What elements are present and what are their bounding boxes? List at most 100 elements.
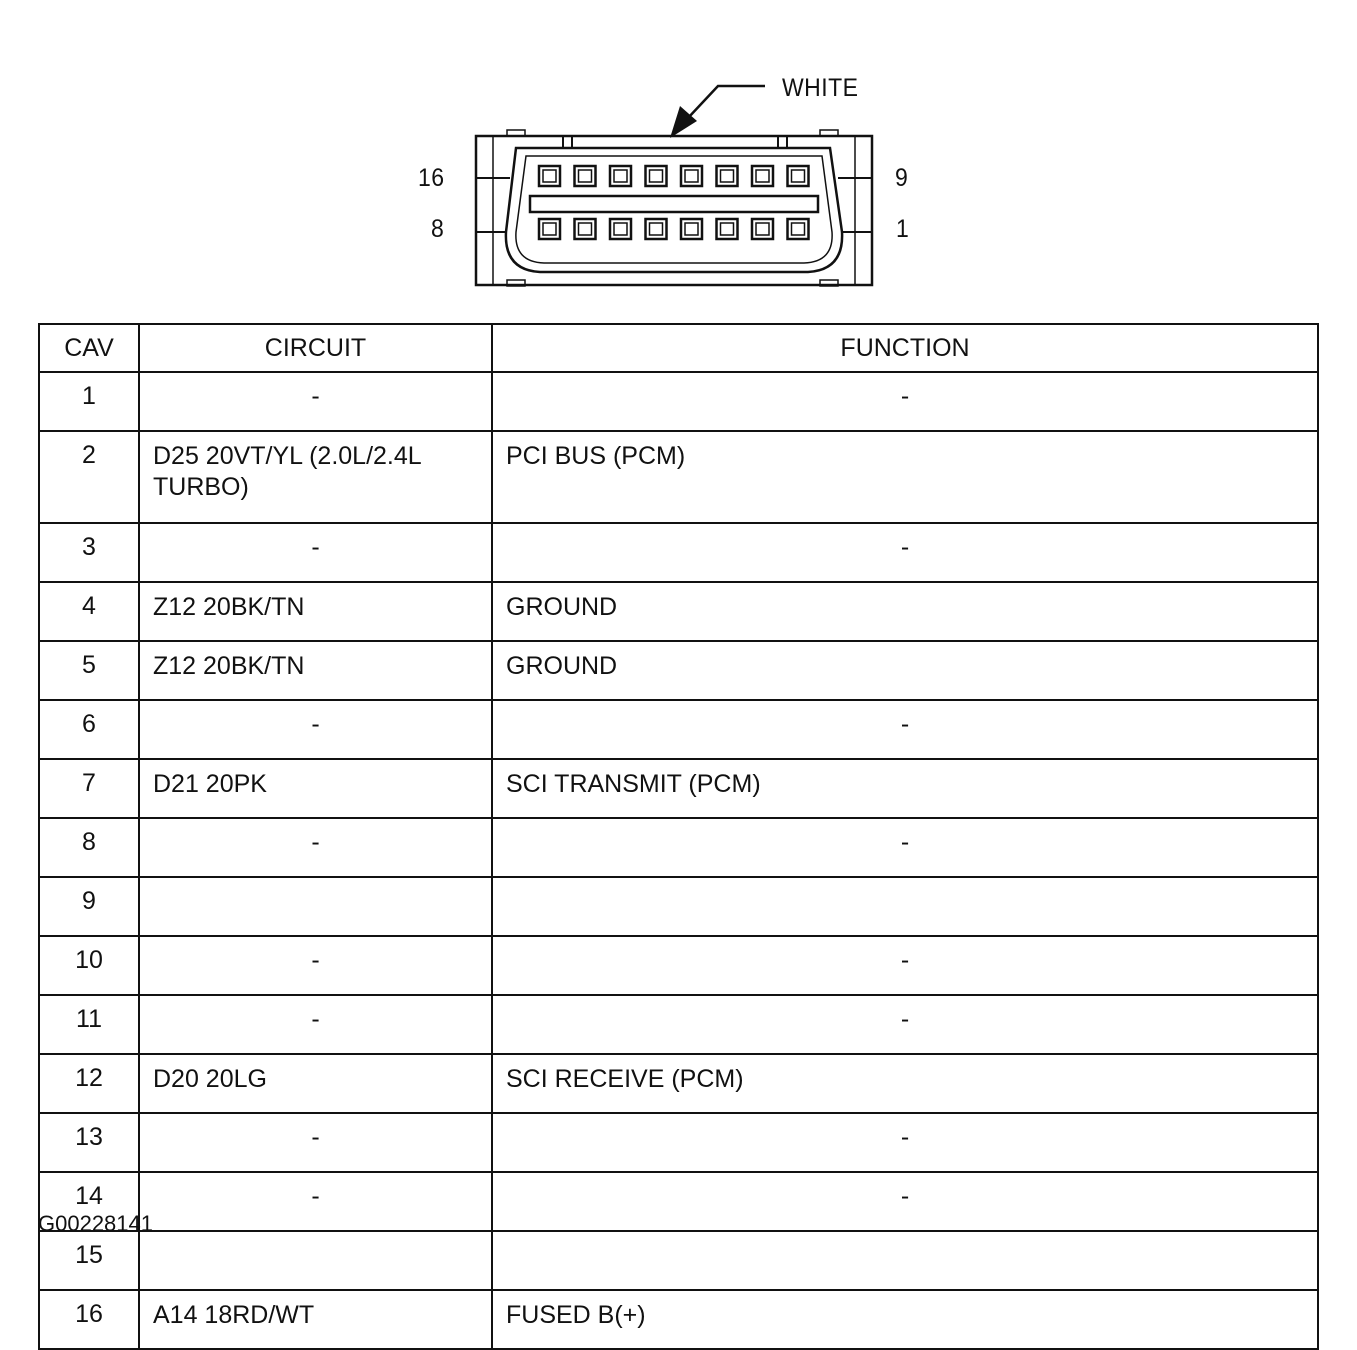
cell-circuit: -: [138, 994, 493, 1055]
pin-contact: [577, 222, 593, 236]
cell-cav: 11: [38, 994, 140, 1055]
cell-function: GROUND: [491, 640, 1319, 701]
pin-socket: [679, 217, 704, 241]
cell-cav: 7: [38, 758, 140, 819]
table-header-row: CAV CIRCUIT FUNCTION: [38, 323, 1319, 373]
pin-contact: [648, 169, 664, 183]
pin-contact: [684, 222, 699, 236]
pin-contact: [684, 169, 699, 183]
table-row: 13--: [38, 1112, 1319, 1173]
cell-function: -: [491, 522, 1319, 583]
cell-function: -: [491, 1112, 1319, 1173]
cell-circuit: [138, 1230, 493, 1291]
pin-socket: [750, 164, 775, 188]
connector-face: [504, 146, 844, 274]
callout-arrow: [670, 106, 697, 138]
cell-function: GROUND: [491, 581, 1319, 642]
pin-label-9: 9: [895, 164, 909, 192]
pin-contact: [755, 222, 770, 236]
cell-function: -: [491, 994, 1319, 1055]
table-row: 9: [38, 876, 1319, 937]
cell-function: -: [491, 1171, 1319, 1232]
cell-function: SCI RECEIVE (PCM): [491, 1053, 1319, 1114]
cell-cav: 4: [38, 581, 140, 642]
table-row: 1--: [38, 371, 1319, 432]
cell-circuit: -: [138, 1112, 493, 1173]
cell-cav: 15: [38, 1230, 140, 1291]
cell-circuit: -: [138, 699, 493, 760]
cell-circuit: D21 20PK: [138, 758, 493, 819]
table-row: 8--: [38, 817, 1319, 878]
pin-label-16: 16: [418, 164, 445, 192]
pin-contact: [719, 222, 735, 236]
cell-function: SCI TRANSMIT (PCM): [491, 758, 1319, 819]
cell-circuit: Z12 20BK/TN: [138, 581, 493, 642]
pin-contact: [613, 222, 628, 236]
cell-circuit: D25 20VT/YL (2.0L/2.4L TURBO): [138, 430, 493, 524]
pin-socket: [750, 217, 775, 241]
cell-circuit: -: [138, 817, 493, 878]
cell-circuit: -: [138, 1171, 493, 1232]
table-row: 11--: [38, 994, 1319, 1055]
center-key-bar: [528, 194, 820, 214]
table-row: 6--: [38, 699, 1319, 760]
cell-circuit: -: [138, 371, 493, 432]
cell-function: -: [491, 699, 1319, 760]
pin-label-1: 1: [896, 215, 910, 243]
header-function: FUNCTION: [491, 323, 1319, 373]
cell-cav: 16: [38, 1289, 140, 1350]
pin-socket: [644, 217, 668, 241]
cell-function: [491, 876, 1319, 937]
pin-contact: [542, 169, 557, 183]
pin-label-8: 8: [431, 215, 445, 243]
cell-cav: 1: [38, 371, 140, 432]
pin-contact: [542, 222, 557, 236]
pin-socket: [644, 164, 668, 188]
pin-socket: [786, 217, 810, 241]
pin-contact: [719, 169, 735, 183]
cell-cav: 3: [38, 522, 140, 583]
connector-diagram: [474, 84, 874, 287]
pin-contact: [648, 222, 664, 236]
cell-cav: 13: [38, 1112, 140, 1173]
cell-function: [491, 1230, 1319, 1291]
header-cav: CAV: [38, 323, 140, 373]
pin-contact: [577, 169, 593, 183]
pin-socket: [537, 217, 562, 241]
pin-contact: [755, 169, 770, 183]
cell-circuit: [138, 876, 493, 937]
pin-contact: [790, 169, 806, 183]
cell-function: FUSED B(+): [491, 1289, 1319, 1350]
cell-circuit: D20 20LG: [138, 1053, 493, 1114]
cell-cav: 6: [38, 699, 140, 760]
table-row: 10--: [38, 935, 1319, 996]
cell-function: -: [491, 371, 1319, 432]
pin-contact: [790, 222, 806, 236]
pin-contact: [613, 169, 628, 183]
table-row: 14--: [38, 1171, 1319, 1232]
cell-function: -: [491, 817, 1319, 878]
cell-cav: 8: [38, 817, 140, 878]
pin-socket: [608, 164, 633, 188]
cell-cav: 9: [38, 876, 140, 937]
pin-socket: [679, 164, 704, 188]
pin-socket: [786, 164, 810, 188]
pin-socket: [715, 217, 739, 241]
cell-cav: 14: [38, 1171, 140, 1232]
cell-circuit: -: [138, 935, 493, 996]
pin-socket: [715, 164, 739, 188]
cell-cav: 10: [38, 935, 140, 996]
pin-socket: [608, 217, 633, 241]
pin-socket: [537, 164, 562, 188]
table-row: 15: [38, 1230, 1319, 1291]
cell-circuit: A14 18RD/WT: [138, 1289, 493, 1350]
cell-cav: 2: [38, 430, 140, 524]
cell-circuit: Z12 20BK/TN: [138, 640, 493, 701]
